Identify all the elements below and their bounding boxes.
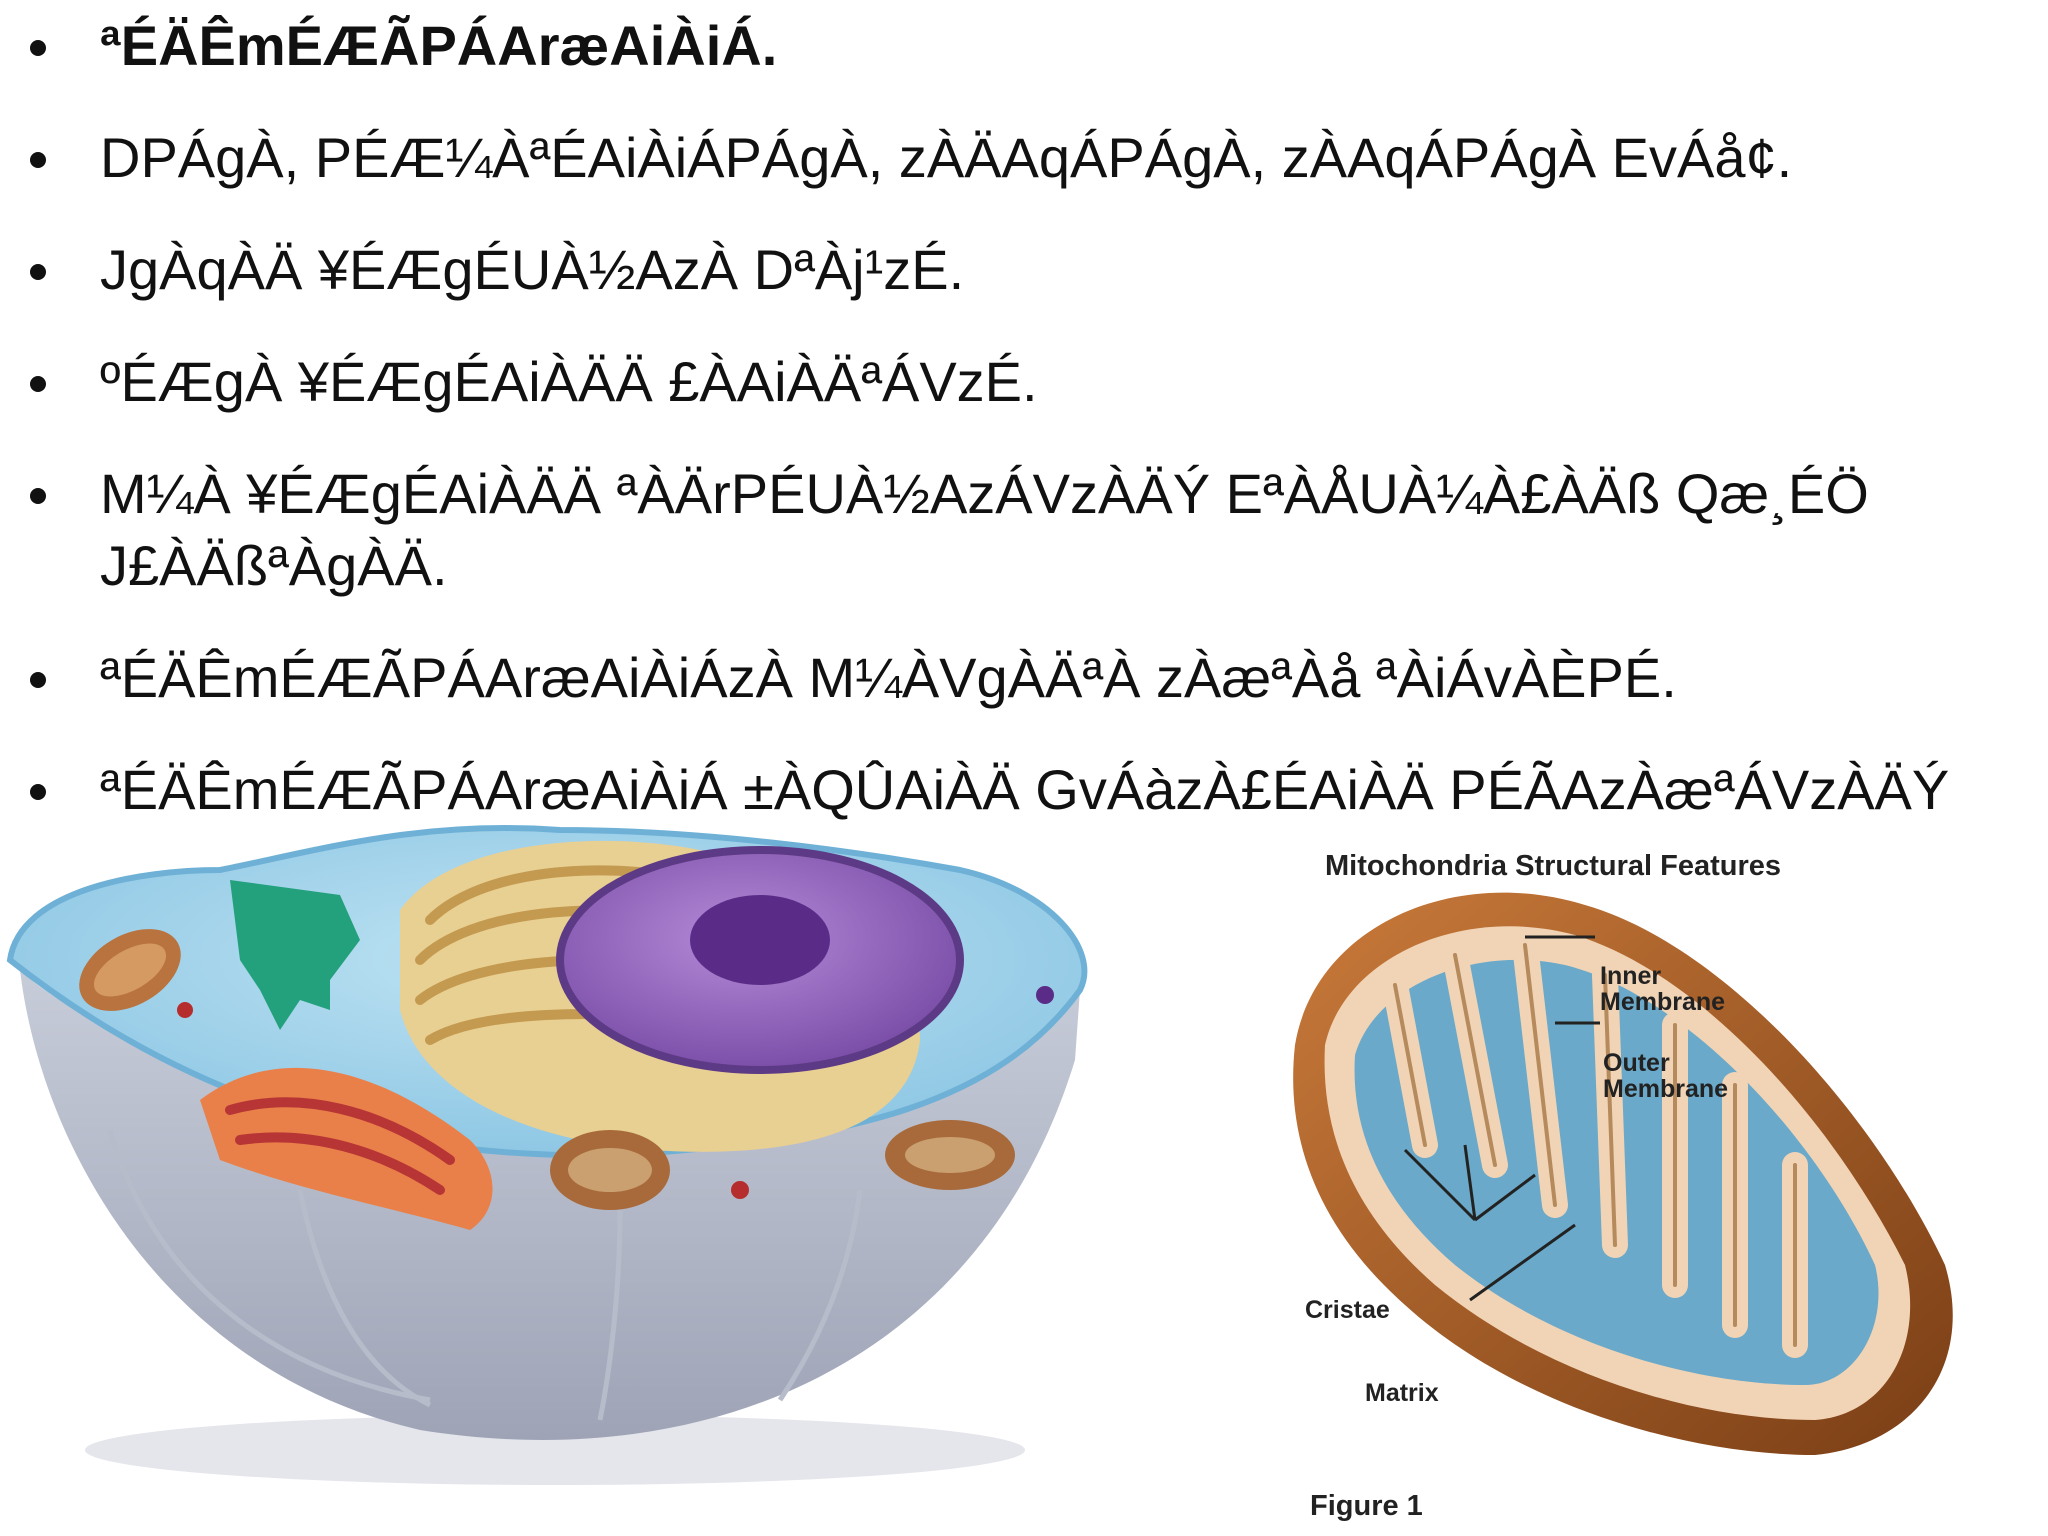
bullet-7: ªÉÄÊmÉÆÃPÁAræAiÀiÁ ±ÀQÛAiÀÄ GvÁàzÀ£ÉAiÀÄ… [30,754,1990,826]
mito-diagram-title: Mitochondria Structural Features [1325,850,1782,882]
animal-cell-illustration [6,825,1088,1485]
cristae-edges [1393,943,1797,1347]
cristae-leader-1 [1403,1148,1477,1222]
bullet-dot [30,152,46,168]
lysosome-2 [731,1181,749,1199]
bullet-3: JgÀqÀÄ ¥ÉÆgÉUÀ½AzÀ DªÀj¹zÉ. [30,234,1990,306]
bullet-6: ªÉÄÊmÉÆÃPÁAræAiÀiÁzÀ M¼ÀVgÀÄªÀ zÀæªÀå ªÀ… [30,642,1990,714]
cristae-leader-3 [1474,1173,1536,1222]
bullet-text: ªÉÄÊmÉÆÃPÁAræAiÀiÁzÀ M¼ÀVgÀÄªÀ zÀæªÀå ªÀ… [100,646,1677,709]
bullet-text: DPÁgÀ, PÉÆ¼ÀªÉAiÀiÁPÁgÀ, zÀÄAqÁPÁgÀ, zÀA… [100,126,1793,189]
bullet-text: ºÉÆgÀ ¥ÉÆgÉAiÀÄÄ £ÀAiÀÄªÁVzÉ. [100,350,1038,413]
outer-membrane-label: Outer Membrane [1603,1049,1729,1103]
bullet-text: JgÀqÀÄ ¥ÉÆgÉUÀ½AzÀ DªÀj¹zÉ. [100,238,965,301]
bullet-text: M¼À ¥ÉÆgÉAiÀÄÄ ªÀÄrPÉUÀ½AzÁVzÀÄÝ EªÀÅUÀ¼… [100,462,1869,597]
centrosome [230,880,360,1030]
bullet-5: M¼À ¥ÉÆgÉAiÀÄÄ ªÀÄrPÉUÀ½AzÁVzÀÄÝ EªÀÅUÀ¼… [30,458,1960,602]
cell-wall-folds [107,1129,863,1421]
inner-membrane-label: Inner Membrane [1600,962,1726,1016]
bullet-list: ªÉÄÊmÉÆÃPÁAræAiÀiÁ. DPÁgÀ, PÉÆ¼ÀªÉAiÀiÁP… [30,10,1990,866]
vesicle [1036,986,1054,1004]
bullet-dot [30,264,46,280]
matrix-label: Matrix [1365,1379,1439,1407]
cristae-leader-2 [1463,1144,1477,1221]
mitochondrion-1-inner [93,943,167,997]
mitochondrion-diagram [1293,892,1953,1455]
bullet-dot [30,488,46,504]
lysosome-1 [177,1002,193,1018]
mitochondrion-3-inner [905,1137,995,1173]
bullet-4: ºÉÆgÀ ¥ÉÆgÉAiÀÄÄ £ÀAiÀÄªÁVzÉ. [30,346,1990,418]
bullet-dot [30,376,46,392]
figure-caption: Figure 1 [1310,1490,1423,1522]
bullet-text: ªÉÄÊmÉÆÃPÁAræAiÀiÁ ±ÀQÛAiÀÄ GvÁàzÀ£ÉAiÀÄ… [100,758,1950,821]
bullet-dot [30,672,46,688]
bullet-text: ªÉÄÊmÉÆÃPÁAræAiÀiÁ. [100,14,778,77]
bullet-1: ªÉÄÊmÉÆÃPÁAræAiÀiÁ. [30,10,1990,82]
bullet-dot [30,784,46,800]
cell-shadow [85,1415,1025,1485]
bullet-2: DPÁgÀ, PÉÆ¼ÀªÉAiÀiÁPÁgÀ, zÀÄAqÁPÁgÀ, zÀA… [30,122,1990,194]
mitochondrion-2-inner [568,1148,652,1192]
er-lumen [225,1097,455,1195]
nucleolus [690,895,830,985]
golgi-stacks [415,865,715,1045]
matrix-leader [1469,1223,1576,1302]
bullet-dot [30,40,46,56]
cristae-label: Cristae [1305,1296,1390,1324]
